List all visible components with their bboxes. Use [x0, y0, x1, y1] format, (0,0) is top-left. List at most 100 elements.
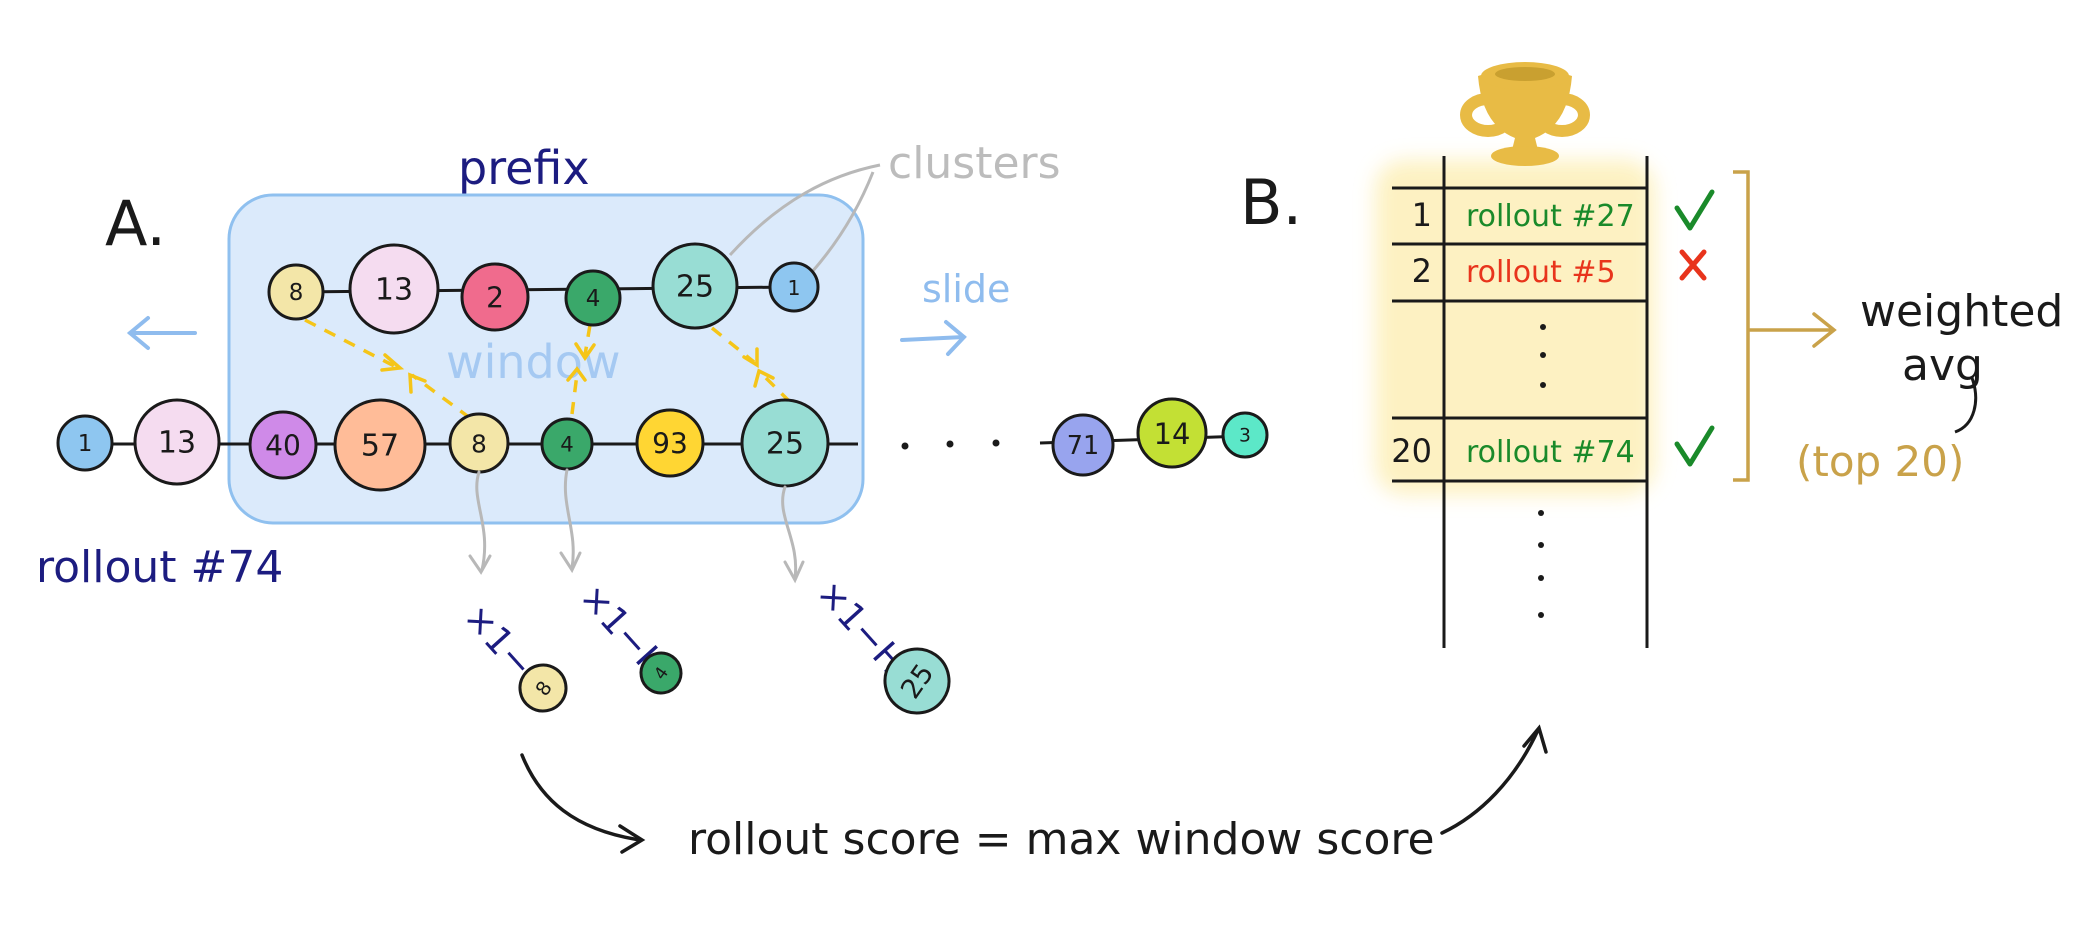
arrowhead-icon — [468, 554, 492, 575]
prefix-label: prefix — [458, 141, 590, 195]
window-label: window — [446, 335, 621, 389]
rollout-node: 1 — [56, 414, 114, 472]
node-value: 13 — [375, 273, 413, 308]
match-item: ×1−H25 — [808, 573, 951, 715]
slide-right-arrow-icon — [900, 320, 967, 356]
row-rank: 2 — [1412, 252, 1432, 290]
node-value: 4 — [560, 433, 574, 458]
slide-left-arrow-icon — [126, 316, 197, 350]
drop-arrow-4 — [563, 468, 575, 570]
node-circle — [883, 647, 951, 715]
node-value: 71 — [1067, 431, 1099, 461]
node-value: 8 — [471, 430, 487, 459]
match-dash-4-back — [570, 373, 579, 415]
arrowhead-icon — [566, 366, 587, 382]
arrowhead-icon — [408, 372, 427, 394]
ellipsis-dots — [901, 439, 1000, 450]
arrowhead-icon — [783, 560, 805, 584]
matches: ×1−H8×1−H4 ×1−H25 — [455, 573, 951, 715]
formula-section: rollout score = max window score — [520, 724, 1548, 865]
node-circle — [1136, 397, 1208, 469]
leaderboard-table — [1392, 156, 1649, 648]
node-value: 8 — [289, 280, 304, 306]
node-value: 57 — [361, 429, 399, 464]
match-arrowheads — [380, 342, 775, 394]
prefix-node: 4 — [564, 269, 622, 327]
panel-b-label: B. — [1240, 166, 1302, 239]
node-circle — [518, 663, 568, 713]
node-circle — [333, 398, 427, 492]
rollout-nodes: 1 13 40 57 8 4 93 25 — [56, 398, 830, 492]
node-circle — [1051, 413, 1115, 477]
formula-text: rollout score = max window score — [688, 814, 1435, 865]
match-dash-4 — [583, 324, 592, 356]
node-circle — [1221, 411, 1269, 459]
cluster-pointer-line — [728, 163, 881, 257]
node-value: 13 — [158, 426, 196, 461]
arrowhead-icon — [574, 342, 596, 362]
bracket-arrow-icon — [1748, 312, 1837, 348]
node-value: 40 — [265, 430, 301, 463]
prefix-node: 2 — [460, 262, 530, 332]
node-circle — [639, 651, 683, 695]
check-icon — [1674, 189, 1715, 231]
rollout-node: 93 — [635, 408, 705, 478]
drop-arrow-8 — [475, 470, 487, 572]
row-rollout-name: rollout #74 — [1466, 435, 1635, 470]
rollout-label: rollout #74 — [36, 542, 283, 593]
rollout-node: 57 — [333, 398, 427, 492]
node-circle — [56, 414, 114, 472]
node-value: 1 — [78, 431, 93, 457]
rollout-node: 40 — [248, 410, 318, 480]
match-item: ×1−H8 — [455, 597, 568, 713]
avg-tail — [1954, 377, 1978, 434]
row-rank: 20 — [1391, 432, 1432, 470]
node-circle — [651, 242, 739, 330]
slide-label: slide — [922, 267, 1010, 311]
node-circle — [267, 263, 325, 321]
node-circle — [133, 398, 221, 486]
panel-a-label: A. — [105, 187, 166, 260]
table-row: 20 rollout #74 — [1391, 425, 1715, 470]
rollout-node: 8 — [448, 412, 510, 474]
match-node: 25 — [883, 647, 951, 715]
node-value: 25 — [676, 270, 714, 305]
arrowhead-icon — [559, 551, 582, 574]
node-circle — [564, 269, 622, 327]
avg-label: avg — [1902, 340, 1983, 391]
curved-arrow-up-icon — [1440, 728, 1540, 835]
node-circle — [635, 408, 705, 478]
node-value: 25 — [766, 427, 804, 462]
prefix-node: 13 — [348, 243, 440, 335]
node-value: 3 — [1239, 426, 1251, 447]
drop-arrows — [468, 468, 805, 584]
tail-node: 71 — [1051, 413, 1115, 477]
match-dash-25-back — [758, 370, 792, 404]
rollout-node: 13 — [133, 398, 221, 486]
node-circle — [348, 243, 440, 335]
node-circle — [460, 262, 530, 332]
node-circle — [248, 410, 318, 480]
drop-arrow-25 — [781, 485, 798, 580]
row-rollout-name: rollout #5 — [1466, 255, 1616, 290]
row-rollout-name: rollout #27 — [1466, 199, 1635, 234]
arrowhead-icon — [1522, 724, 1548, 754]
match-dash-25 — [710, 326, 756, 364]
tail-node: 3 — [1221, 411, 1269, 459]
trophy-icon — [1460, 62, 1590, 166]
arrowhead-icon — [742, 347, 759, 369]
panel-a: A. prefix clusters slide window — [36, 138, 1269, 715]
match-item: ×1−H4 — [571, 577, 683, 695]
prefix-node: 25 — [651, 242, 739, 330]
node-value: 93 — [652, 428, 688, 461]
node-value: 4 — [586, 286, 601, 312]
cross-icon — [1679, 249, 1707, 281]
node-circle — [768, 261, 820, 313]
top-20-label: (top 20) — [1796, 437, 1964, 486]
top-20-bracket — [1733, 170, 1750, 482]
match-dashes — [304, 318, 792, 420]
panel-b: B. — [1240, 62, 2063, 648]
